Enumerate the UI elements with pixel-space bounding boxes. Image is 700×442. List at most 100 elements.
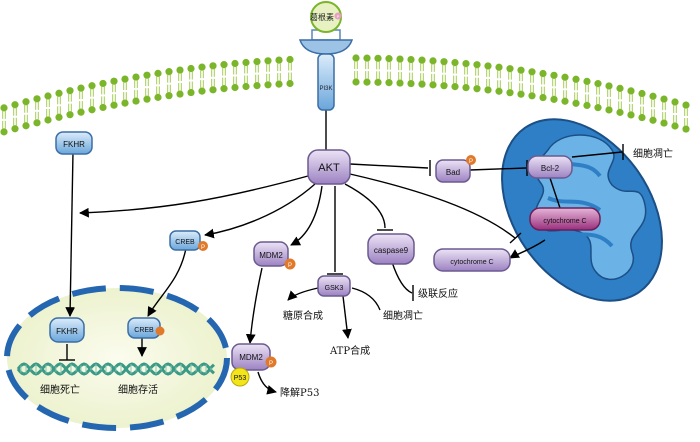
lipid-head [583, 77, 591, 86]
phospho-badge-icon [265, 356, 277, 368]
akt-label: AKT [318, 162, 340, 174]
lipid-head [638, 89, 646, 98]
lipid-head [462, 84, 470, 92]
lipid-head [198, 63, 206, 71]
lipid-head [660, 119, 668, 127]
bad-node: Bad P [435, 155, 476, 183]
lipid-head [352, 54, 360, 62]
lipid-head [484, 86, 492, 94]
lipid-head [99, 79, 107, 88]
lipid-head [440, 82, 448, 90]
lipid-head [88, 82, 96, 90]
degrade-p53-label: 降解P53 [280, 386, 319, 399]
lipid-head [352, 78, 360, 86]
mdm2-node-top: MDM2 P [253, 241, 296, 270]
lipid-head [539, 93, 547, 102]
lipid-head [473, 61, 481, 69]
lipid-head [121, 75, 129, 83]
lipid-head [396, 79, 404, 87]
cascade-label: 级联反应 [418, 287, 458, 300]
lipid-head [275, 80, 283, 88]
lipid-head [154, 93, 162, 101]
lipid-head [418, 56, 426, 64]
lipid-head [528, 68, 536, 76]
lipid-head [176, 90, 184, 98]
mdm2-p53-complex: MDM2 P P53 [230, 343, 277, 387]
lipid-head [55, 113, 63, 121]
caspase9-label: caspase9 [374, 246, 409, 255]
lipid-head [209, 62, 217, 70]
lipid-head [616, 84, 624, 92]
puerarin-ligand: 葛根素 P [310, 1, 342, 33]
lipid-head [143, 71, 151, 79]
lipid-head [253, 58, 261, 66]
lipid-head [286, 79, 294, 88]
lipid-head [66, 87, 74, 95]
akt-node: AKT [307, 149, 351, 185]
lipid-head [594, 104, 602, 112]
lipid-head [495, 63, 503, 71]
lipid-head [253, 82, 261, 90]
lipid-head [132, 97, 140, 105]
lipid-head [121, 99, 129, 107]
lipid-head [594, 80, 602, 88]
creb-nucleus-label: CREB [134, 327, 154, 334]
cell-death-label: 细胞死亡 [40, 383, 80, 396]
lipid-head [44, 116, 52, 124]
lipid-head [660, 95, 668, 103]
glycogen-label: 糖原合成 [283, 309, 323, 322]
mdm2-top-label: MDM2 [259, 251, 283, 260]
lipid-head [649, 116, 657, 124]
ligand-label: 葛根素 [310, 12, 334, 22]
lipid-head [539, 69, 547, 78]
atp-label: ATP合成 [329, 344, 370, 357]
lipid-head [550, 71, 558, 79]
lipid-head [671, 122, 679, 130]
fkhr-node-cytoplasm: FKHR [55, 131, 93, 155]
caspase9-node: caspase9 [367, 233, 415, 265]
bad-label: Bad [446, 168, 460, 177]
lipid-head [495, 87, 503, 95]
fkhr-node-nucleus: FKHR [49, 317, 85, 343]
lipid-head [154, 69, 162, 77]
lipid-head [22, 98, 30, 106]
pi3k-receptor: PI3K [298, 29, 354, 111]
p53-label: P53 [234, 375, 247, 382]
phospho-badge-icon [284, 258, 296, 270]
cytochrome-c-cytoplasm: cytochrome C [433, 248, 511, 272]
lipid-head [561, 97, 569, 105]
lipid-head [363, 54, 371, 62]
lipid-head [33, 119, 41, 127]
apoptosis-label-right: 细胞凋亡 [633, 147, 673, 160]
lipid-head [561, 73, 569, 81]
lipid-head [451, 58, 459, 67]
lipid-head [407, 79, 415, 88]
gsk3-label: GSK3 [325, 285, 344, 292]
p53-node [230, 367, 250, 387]
lipid-head [605, 82, 613, 90]
lipid-head [627, 111, 635, 119]
lipid-head [231, 59, 239, 68]
lipid-head [132, 73, 140, 81]
lipid-head [44, 92, 52, 100]
lipid-head [110, 101, 118, 109]
lipid-head [55, 89, 63, 97]
pi3k-label: PI3K [319, 86, 332, 92]
lipid-head [649, 92, 657, 100]
apoptosis-label-gsk: 细胞凋亡 [383, 309, 423, 322]
lipid-head [11, 101, 19, 109]
lipid-head [99, 103, 107, 112]
lipid-head [605, 106, 613, 114]
lipid-head [198, 87, 206, 95]
phospho-badge-icon [155, 326, 165, 336]
cytc-cyto-label: cytochrome C [450, 259, 493, 266]
lipid-head [33, 95, 41, 103]
bad-p-label: P [469, 159, 473, 165]
lipid-head [396, 55, 404, 63]
lipid-head [77, 108, 85, 116]
lipid-head [616, 108, 624, 116]
lipid-head [110, 77, 118, 85]
lipid-head [440, 58, 448, 66]
fkhr-nucleus-label: FKHR [56, 327, 78, 336]
lipid-head [517, 66, 525, 74]
